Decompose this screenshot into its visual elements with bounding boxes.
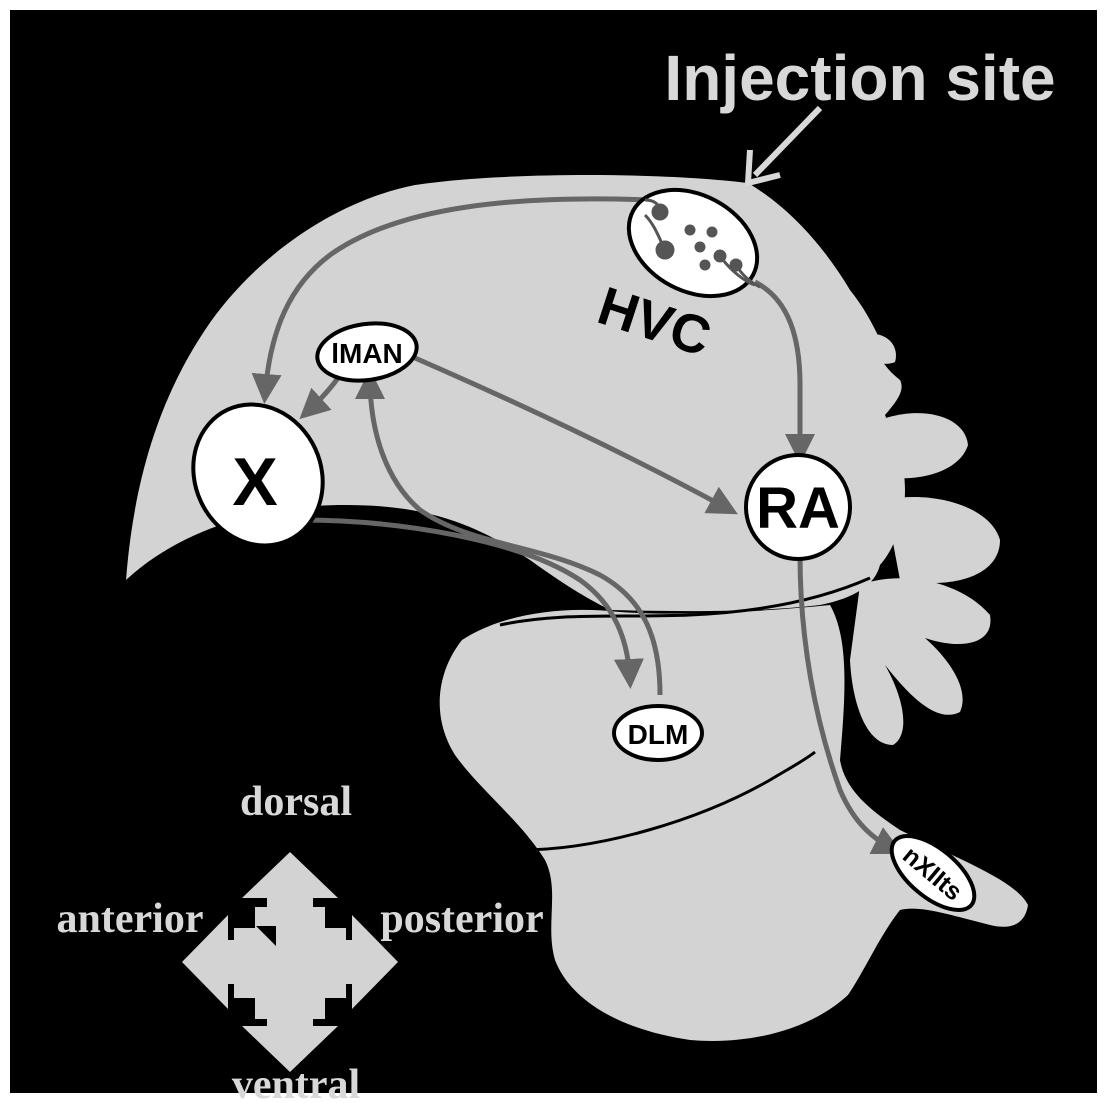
- orientation-dorsal: dorsal: [240, 779, 352, 825]
- injection-site-label: Injection site: [664, 42, 1055, 114]
- orientation-ventral: ventral: [232, 1062, 360, 1103]
- ra-label: RA: [756, 476, 840, 541]
- lman-label: lMAN: [331, 338, 403, 369]
- x-label: X: [232, 444, 277, 520]
- orientation-anterior: anterior: [57, 896, 204, 942]
- orientation-posterior: posterior: [380, 896, 543, 942]
- dlm-label: DLM: [628, 719, 689, 750]
